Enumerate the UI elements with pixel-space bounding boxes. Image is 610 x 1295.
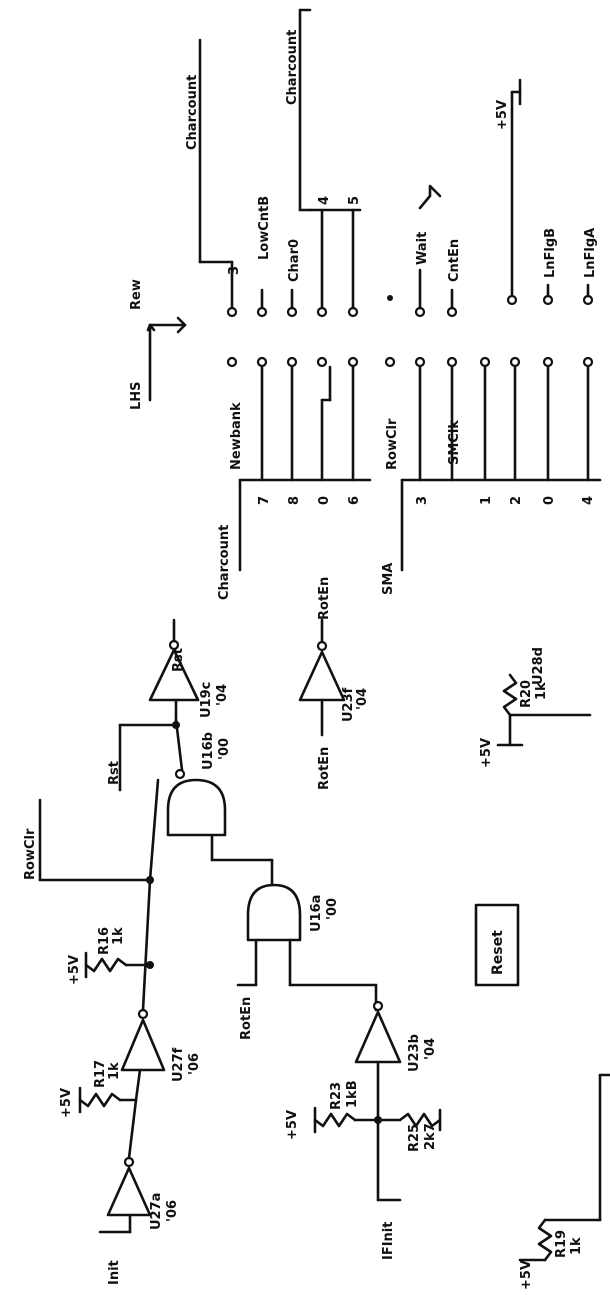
- sma-label: SMA: [381, 563, 396, 595]
- reset-label: Reset: [490, 930, 506, 975]
- u23b-label: U23b: [407, 1034, 422, 1072]
- pin-0b-label: 0: [542, 496, 557, 505]
- ifinit-label: IFInit: [381, 1222, 396, 1260]
- v5-label-1: +5V: [59, 1088, 74, 1118]
- schematic-labels: Init +5V R17 1k U27a '06 +5V R16 1k U27f…: [23, 30, 598, 1290]
- pin-8-label: 8: [287, 496, 302, 505]
- newbank-label: Newbank: [229, 402, 244, 470]
- inverter-u23f: [298, 650, 346, 702]
- v5b-label: +5V: [495, 100, 510, 130]
- inverter-u19c: [148, 648, 200, 702]
- u16b-label: U16b: [201, 732, 216, 770]
- r17-value: 1k: [107, 1062, 122, 1080]
- buffer-u27a: [106, 1166, 152, 1217]
- resistor-r16: [84, 957, 128, 973]
- pin-0-label: 0: [317, 496, 332, 505]
- r19-value: 1k: [569, 1237, 584, 1255]
- pin-3b-label: 3: [227, 266, 242, 275]
- roten-out-label: RotEn: [317, 577, 332, 620]
- r25-label: R25: [407, 1124, 422, 1152]
- r23-value: 1kB: [345, 1080, 360, 1108]
- rowclr-label: RowClr: [23, 828, 38, 880]
- nand-u16a: [246, 883, 302, 942]
- pin-4b-label: 4: [317, 196, 332, 205]
- lowcntb-label: LowCntB: [257, 196, 272, 260]
- u19c-label: U19c: [199, 682, 214, 718]
- pin-5-label: 5: [347, 196, 362, 205]
- pin-6-label: 6: [347, 496, 362, 505]
- nand-u16b: [166, 778, 227, 837]
- r17-label: R17: [93, 1060, 108, 1088]
- r25-value: 2k7: [423, 1123, 438, 1150]
- resistor-r20: [502, 673, 518, 717]
- wait-label: Wait: [415, 232, 430, 265]
- u16b-type: '00: [217, 738, 232, 760]
- r23-label: R23: [329, 1082, 344, 1110]
- lnflgb-label: LnFlgB: [543, 228, 558, 278]
- resistor-r25: [398, 1112, 442, 1128]
- charcount1-label: Charcount: [217, 525, 232, 600]
- r20-label: R20: [519, 680, 534, 708]
- charcount2-label: Charcount: [185, 75, 200, 150]
- cntren-label: CntEn: [447, 239, 462, 282]
- lhs-label: LHS: [129, 381, 144, 410]
- pin-3-label: 3: [415, 496, 430, 505]
- u27a-type: '06: [165, 1200, 180, 1222]
- smclk-label: SMClk: [447, 420, 462, 465]
- r19-label: R19: [554, 1230, 569, 1258]
- v5-label-4: +5V: [479, 738, 494, 768]
- roten-in-label: RotEn: [239, 997, 254, 1040]
- reset-logic-block: [38, 618, 610, 1262]
- r16-value: 1k: [111, 927, 126, 945]
- u28d-label: U28d: [531, 647, 546, 685]
- pin-4-label: 4: [581, 496, 596, 505]
- buffer-u27f: [120, 1018, 166, 1072]
- u27f-label: U27f: [171, 1047, 186, 1082]
- inverter-u23b: [354, 1010, 402, 1064]
- rowclr2-label: RowClr: [385, 418, 400, 470]
- lnflga-label: LnFlgA: [583, 228, 598, 278]
- charcount3-label: Charcount: [285, 30, 300, 105]
- pin-1-label: 1: [479, 496, 494, 505]
- pin-2-label: 2: [509, 496, 524, 505]
- init-label: Init: [107, 1260, 122, 1285]
- pin-7-label: 7: [257, 496, 272, 505]
- u16a-label: U16a: [309, 895, 324, 932]
- u19c-type: '04: [215, 684, 230, 706]
- u16a-type: '00: [325, 898, 340, 920]
- u23f-label: U23f: [341, 687, 356, 722]
- u27a-label: U27a: [149, 1193, 164, 1230]
- resistor-r23: [313, 1112, 357, 1128]
- v5-label-5: +5V: [519, 1260, 534, 1290]
- v5-label-3: +5V: [285, 1110, 300, 1140]
- v5-label-2: +5V: [67, 955, 82, 985]
- u23b-type: '04: [423, 1038, 438, 1060]
- roten2-label: RotEn: [317, 747, 332, 790]
- char0-label: Char0: [287, 239, 302, 282]
- resistor-r19: [537, 1218, 553, 1262]
- rew-label: Rew: [129, 279, 144, 310]
- r20-value: 1k: [534, 682, 549, 700]
- u27f-type: '06: [187, 1053, 202, 1075]
- resistor-r17: [78, 1092, 122, 1108]
- reset-box: [474, 903, 520, 987]
- u23f-type: '04: [355, 688, 370, 710]
- rst-label: Rst: [107, 761, 122, 785]
- r16-label: R16: [97, 927, 112, 955]
- connector-block: [146, 8, 602, 572]
- rst-bar-label: Rst: [171, 648, 186, 672]
